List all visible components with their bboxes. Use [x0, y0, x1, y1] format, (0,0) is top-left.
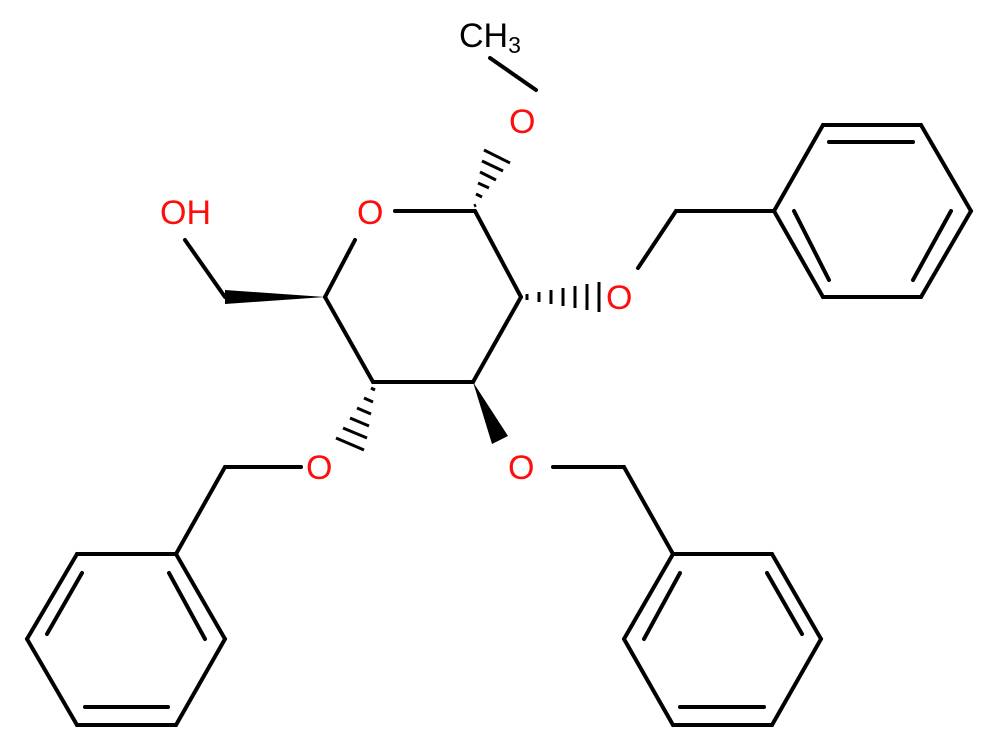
- benzyloxy-c2: [525, 123, 973, 312]
- atom-labels: CH3 O O OH O O O: [160, 17, 632, 487]
- pyranose-ring: [323, 209, 523, 384]
- c3-oxygen-label: O: [508, 449, 534, 487]
- methyl-label: CH3: [459, 17, 521, 58]
- hydroxyl-label: OH: [160, 194, 211, 232]
- c4-oxygen-label: O: [306, 449, 332, 487]
- hashed-wedge-bond: [525, 282, 601, 312]
- phenyl-ring: [772, 123, 973, 299]
- methoxy-oxygen-label: O: [509, 103, 535, 141]
- hydroxymethyl: [183, 238, 325, 304]
- anomeric-methoxy: [473, 56, 538, 208]
- c2-oxygen-label: O: [606, 279, 632, 317]
- phenyl-ring: [622, 552, 823, 727]
- hashed-wedge-bond: [473, 148, 511, 208]
- hashed-wedge-bond: [335, 386, 376, 452]
- benzyloxy-c3: [473, 382, 823, 727]
- benzyloxy-c4: [25, 386, 376, 727]
- ring-oxygen-label: O: [357, 194, 383, 232]
- solid-wedge-bond: [225, 290, 325, 304]
- phenyl-ring: [25, 552, 227, 727]
- solid-wedge-bond: [473, 382, 508, 444]
